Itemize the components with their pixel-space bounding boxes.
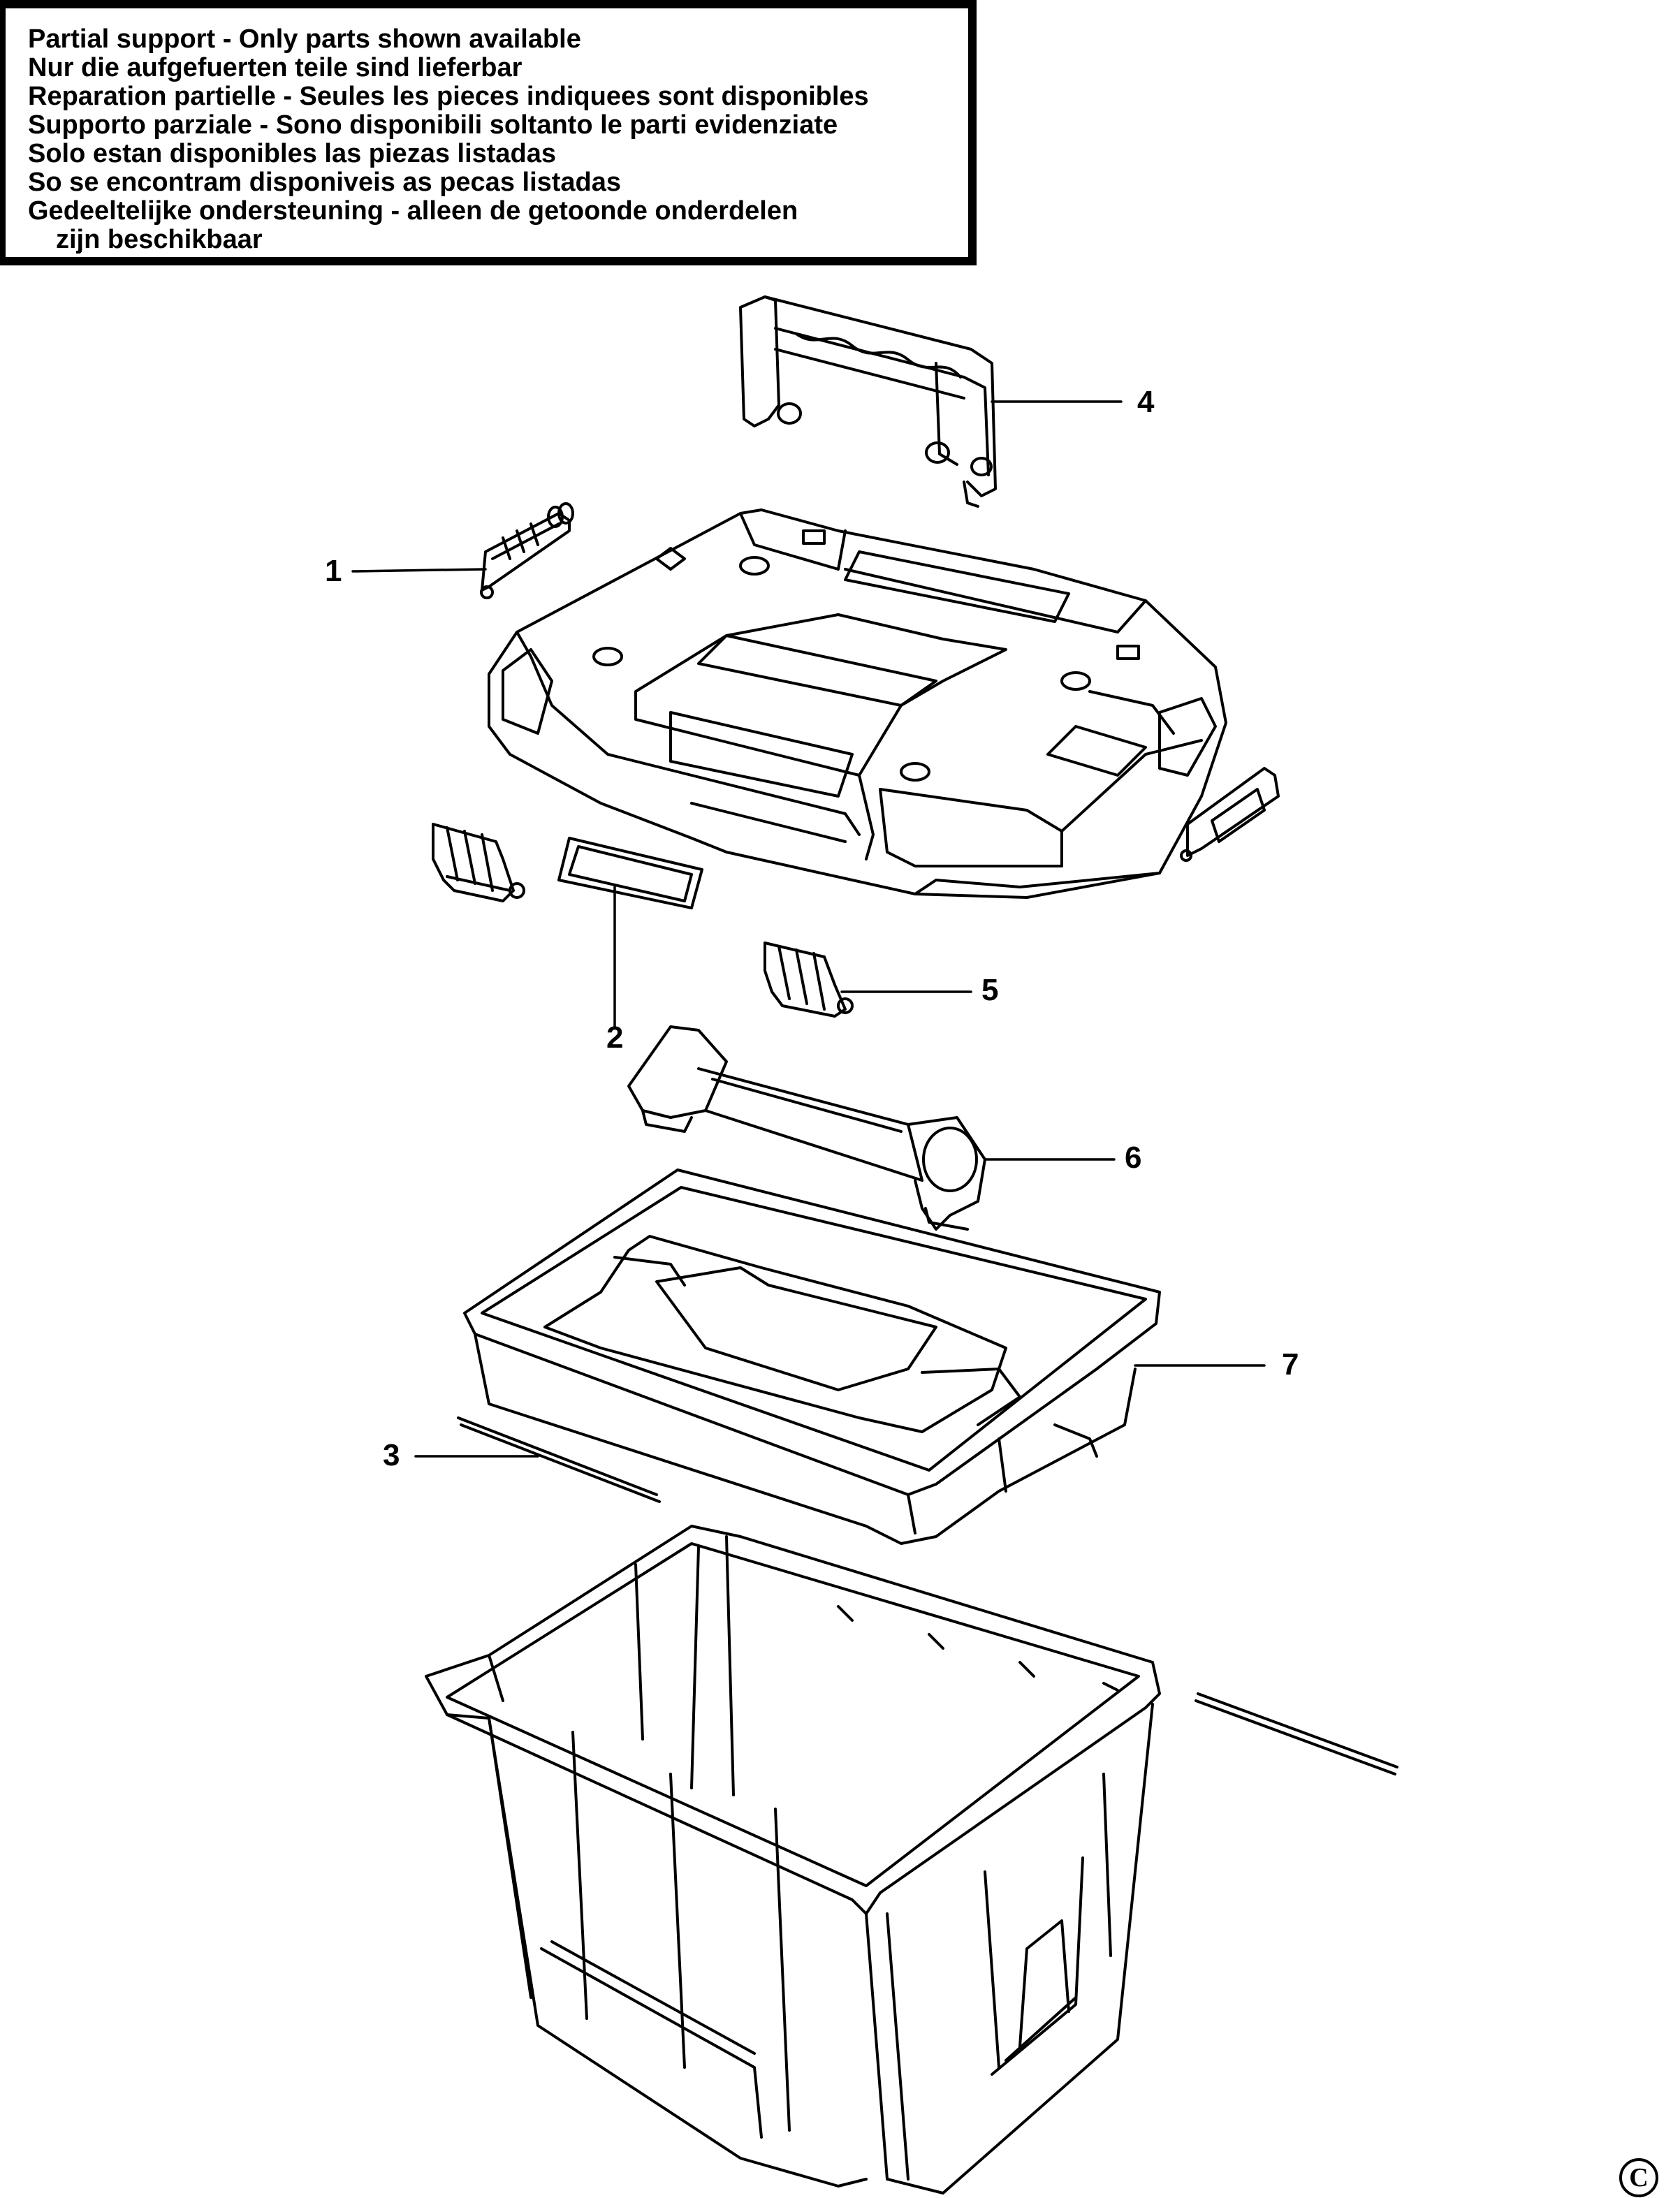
- part-label-6: 6: [1125, 1141, 1141, 1175]
- clip-right-drawing: [764, 942, 854, 1018]
- label-plate-drawing: [557, 837, 703, 909]
- latch-top-left-drawing: [480, 502, 574, 599]
- partial-support-notice: Partial support - Only parts shown avail…: [0, 0, 977, 265]
- notice-line-nl-cont: zijn beschikbaar: [56, 225, 263, 254]
- latch-right-drawing: [1180, 767, 1280, 862]
- notice-line-en: Partial support - Only parts shown avail…: [28, 24, 581, 54]
- tray-handle-drawing: [627, 1025, 986, 1231]
- hinge-pin-right-drawing: [1195, 1692, 1398, 1775]
- leader-1: [351, 568, 487, 573]
- hinge-pin-left-drawing: [457, 1416, 661, 1503]
- part-label-2: 2: [606, 1020, 623, 1055]
- part-label-5: 5: [981, 973, 998, 1007]
- tray-drawing: [463, 1168, 1161, 1545]
- clip-left-drawing: [432, 823, 525, 902]
- copyright-mark: C: [1619, 2158, 1658, 2197]
- notice-line-es: Solo estan disponibles las piezas listad…: [28, 139, 557, 168]
- notice-line-de: Nur die aufgefuerten teile sind lieferba…: [28, 53, 523, 82]
- notice-line-fr: Reparation partielle - Seules les pieces…: [28, 82, 869, 111]
- notice-line-it: Supporto parziale - Sono disponibili sol…: [28, 110, 838, 140]
- part-label-7: 7: [1282, 1347, 1299, 1382]
- part-label-3: 3: [383, 1438, 400, 1472]
- top-handle-drawing: [739, 295, 997, 508]
- notice-line-pt: So se encontram disponiveis as pecas lis…: [28, 168, 622, 197]
- lid-drawing: [488, 508, 1227, 899]
- leader-lines: [351, 400, 1266, 1458]
- part-label-1: 1: [325, 554, 342, 588]
- notice-line-nl: Gedeeltelijke ondersteuning - alleen de …: [28, 196, 798, 226]
- part-label-4: 4: [1137, 385, 1155, 419]
- base-box-drawing: [425, 1525, 1161, 2195]
